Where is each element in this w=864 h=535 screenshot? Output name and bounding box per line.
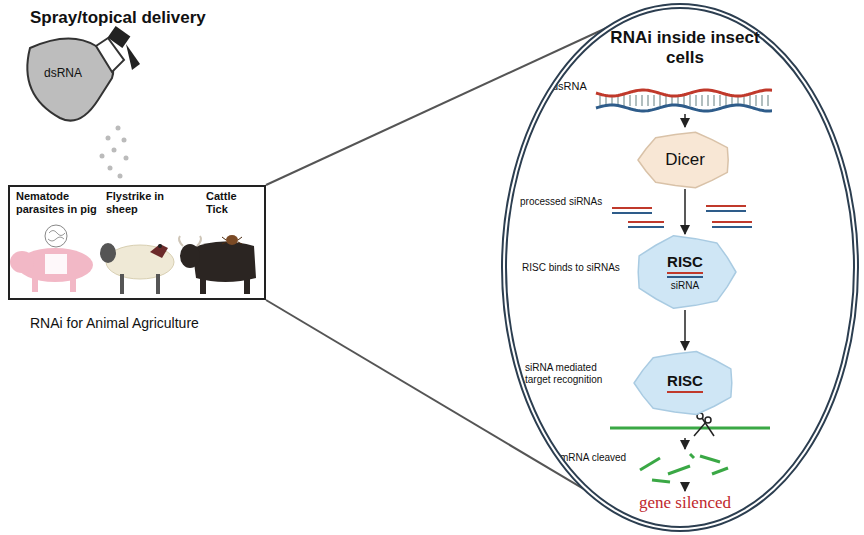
animal-label: Cattle Tick	[206, 190, 258, 215]
base-pair	[659, 95, 661, 106]
base-pair	[719, 95, 721, 106]
mrna-fragments	[640, 454, 728, 482]
strand	[667, 272, 703, 274]
sheep-figure	[100, 243, 174, 294]
connector	[266, 22, 620, 185]
animal-panel: Nematode parasites in pig Flystrike in sh…	[8, 185, 266, 300]
base-pair	[695, 95, 697, 106]
risc-complex: RISC	[633, 350, 737, 416]
base-pair	[641, 95, 643, 106]
base-pair	[689, 95, 691, 106]
strand	[667, 391, 703, 393]
base-pair	[767, 95, 769, 106]
base-pair	[761, 95, 763, 106]
text-label: Spray/topical delivery	[30, 8, 250, 28]
text-label: gene silenced	[615, 493, 755, 513]
base-pair	[653, 95, 655, 106]
cell-ellipse: RNAi inside insect cellsDicerRISCsiRNARI…	[500, 2, 860, 533]
strand	[596, 105, 772, 111]
base-pair	[683, 95, 685, 106]
dsrna-duplex	[596, 90, 772, 111]
spray-bottle	[27, 26, 140, 178]
base-pair	[635, 95, 637, 106]
base-pair	[701, 95, 703, 106]
base-pair	[707, 95, 709, 106]
inner-ring	[504, 6, 856, 529]
base-pair	[665, 95, 667, 106]
strand	[596, 90, 772, 96]
node-subtext: siRNA	[671, 280, 699, 291]
base-pair	[755, 95, 757, 106]
node-title: RISC	[667, 372, 703, 389]
text-label: dsRNA	[44, 66, 104, 80]
blob-content: RISC siRNA	[633, 234, 737, 310]
pig-figure	[10, 225, 93, 292]
animal-label: Nematode parasites in pig	[16, 190, 98, 215]
sirna-fragments	[612, 206, 752, 227]
node-title: Dicer	[665, 150, 705, 170]
cell-heading: RNAi inside insect cells	[600, 28, 770, 67]
panel-heading: RNAi for Animal Agriculture	[30, 315, 270, 331]
node-title: RISC	[667, 253, 703, 270]
sirna-strand	[665, 389, 705, 395]
outer-ring	[504, 6, 856, 529]
base-pair	[713, 95, 715, 106]
blob-content: Dicer	[637, 131, 733, 189]
blob-outline	[638, 132, 728, 187]
connector	[266, 300, 592, 494]
text-label: RISC binds to siRNAs	[522, 262, 626, 274]
sirna-duplex	[665, 270, 705, 280]
base-pair	[725, 95, 727, 106]
base-pair	[629, 95, 631, 106]
blob-outline	[634, 351, 732, 414]
dicer-enzyme: Dicer	[637, 131, 733, 189]
connector	[684, 310, 686, 350]
animal-label: Flystrike in sheep	[106, 190, 170, 215]
base-pair	[599, 95, 601, 106]
text-label: mRNA cleaved	[560, 452, 640, 464]
base-pair	[647, 95, 649, 106]
cow-figure	[179, 235, 256, 294]
base-pair	[623, 95, 625, 106]
blob-content: RISC	[633, 350, 737, 416]
text-label: processed siRNAs	[520, 196, 610, 208]
mrna-strand	[610, 413, 770, 436]
risc-complex: RISC siRNA	[633, 234, 737, 310]
blob-outline	[638, 236, 736, 309]
connector	[684, 189, 686, 234]
base-pair	[749, 95, 751, 106]
strand	[667, 276, 703, 278]
text-label: siRNA mediated target recognition	[525, 362, 625, 386]
